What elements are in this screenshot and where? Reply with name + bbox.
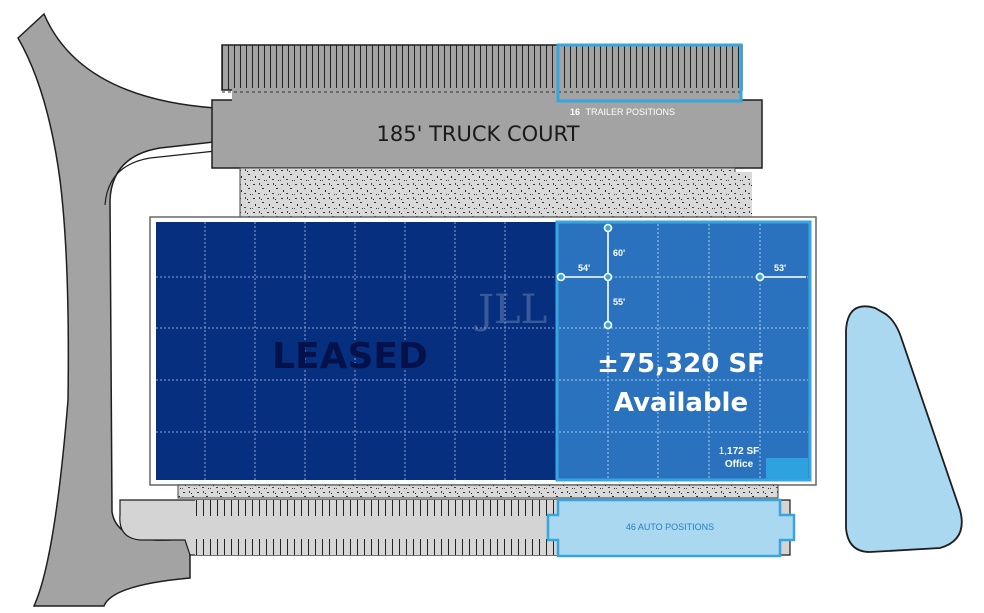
gravel-apron-right [732, 172, 752, 220]
office-word: Office [725, 459, 754, 470]
available-sf: ±75,320 SF [597, 349, 765, 379]
office-sf-suffix: SF [744, 446, 760, 457]
auto-positions-highlight [546, 498, 796, 558]
office-sf-label: 1,172 SF [719, 446, 760, 457]
auto-positions-label: 46 AUTO POSITIONS [626, 522, 714, 532]
trailer-stalls [221, 44, 743, 91]
office-sf-prefix: 1, [719, 446, 727, 457]
trailer-count: 16 [570, 107, 580, 117]
dimension-lines [556, 223, 806, 330]
available-area [555, 220, 812, 482]
truck-court-label: 185' TRUCK COURT [377, 122, 580, 146]
dim-bay-width: 60' [613, 248, 625, 258]
jll-watermark: JLL [474, 287, 547, 333]
retention-pond [845, 305, 963, 553]
dim-left-end-bay: 54' [578, 263, 590, 273]
office-area [766, 458, 808, 479]
front-sidewalk [177, 484, 779, 499]
truck-court [211, 99, 763, 169]
gravel-apron [239, 167, 736, 221]
road-inner-curb [104, 149, 226, 206]
trailer-positions-highlight [556, 43, 743, 103]
trailer-text: TRAILER POSITIONS [586, 107, 676, 117]
dim-right-end-bay: 53' [774, 263, 786, 273]
available-word: Available [614, 388, 748, 418]
leased-area [156, 222, 556, 480]
office-sf-bold: 172 [727, 446, 744, 457]
leased-label: LEASED [272, 336, 428, 377]
dim-bay-depth: 55' [613, 297, 625, 307]
trailer-positions-label: 16 TRAILER POSITIONS [570, 107, 675, 117]
leased-grid [156, 222, 556, 480]
